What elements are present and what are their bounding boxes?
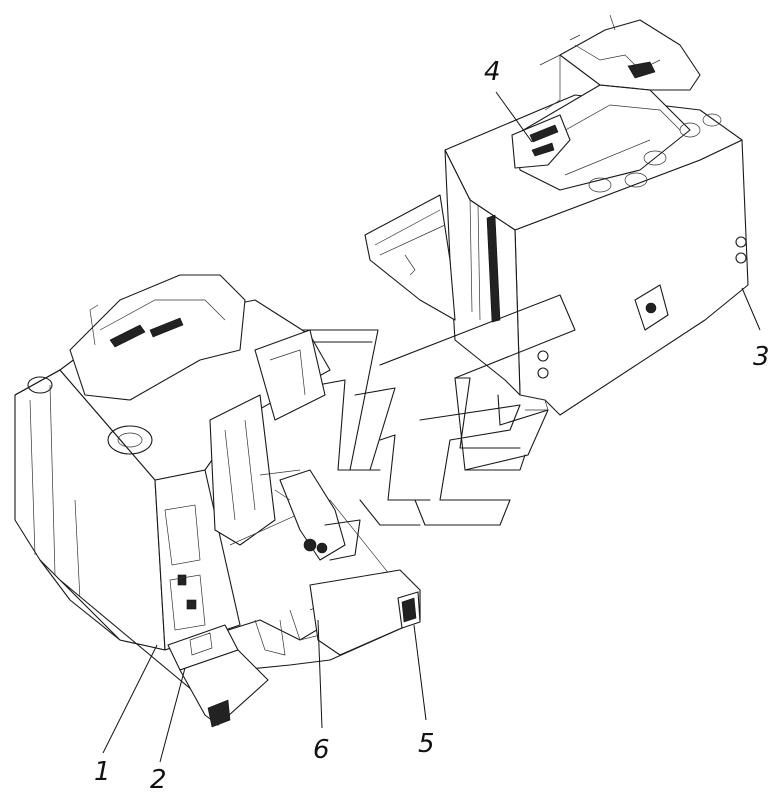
step-block-2 <box>167 624 269 728</box>
cover-assembly <box>364 14 749 416</box>
callout-3: 3 <box>753 342 770 372</box>
leader-2 <box>159 667 186 763</box>
callout-6: 6 <box>313 735 330 765</box>
leader-3 <box>741 287 761 331</box>
foot-block-5 <box>397 591 421 629</box>
callout-5: 5 <box>418 729 435 759</box>
grille <box>469 197 501 323</box>
callout-2: 2 <box>150 765 167 795</box>
leader-1 <box>102 644 158 754</box>
chassis-assembly <box>14 274 421 728</box>
assembly-arrows <box>254 294 576 526</box>
leader-4 <box>495 91 533 143</box>
callout-1: 1 <box>94 757 111 787</box>
leader-6 <box>317 619 323 729</box>
leader-5 <box>413 624 427 721</box>
leader-lines <box>102 91 761 763</box>
module-4 <box>511 114 571 169</box>
callout-4: 4 <box>484 57 501 87</box>
